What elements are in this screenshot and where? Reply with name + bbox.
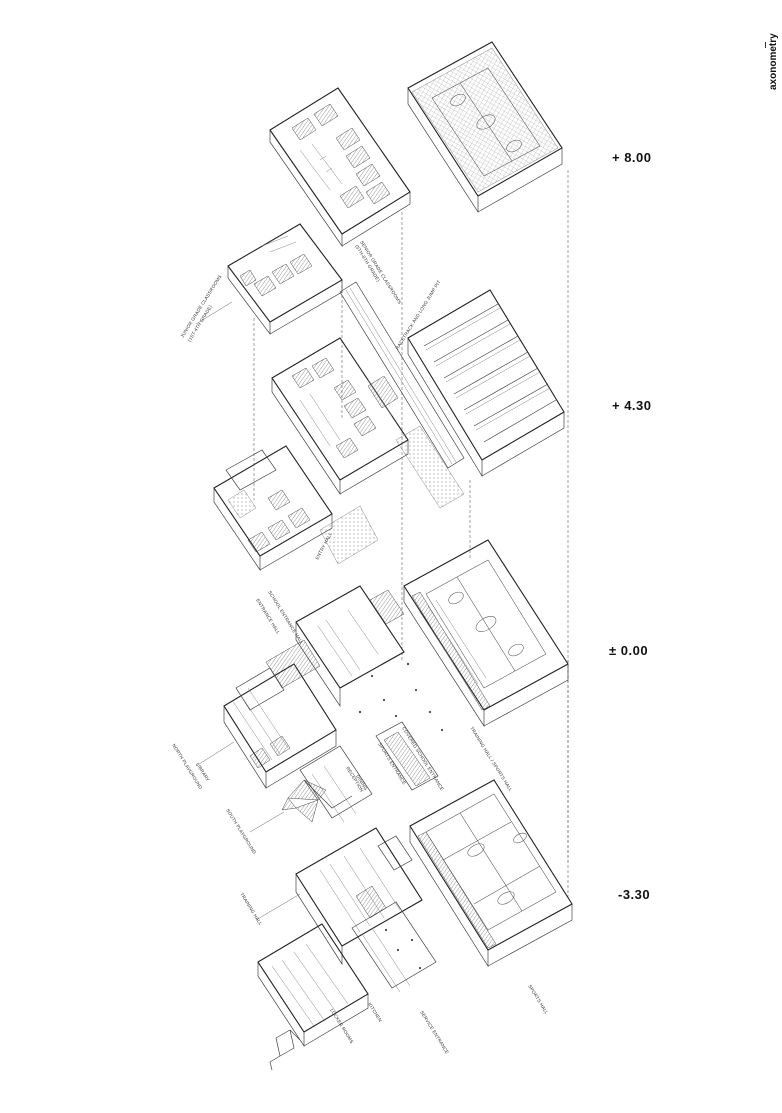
level-plus-8-plan [227,41,563,336]
label-kitchen: KITCHEN [367,1002,383,1023]
level-plus-8-labels: JUNIOR GRADE CLASSROOMS (1ST-4TH GRADE) … [180,240,442,351]
label-south-playground: SOUTH PLAYGROUND [225,808,257,855]
level-zero-plan [223,539,569,823]
level-zero-labels: ENTRANCE HALL SCHOOL ENTRANCE HALL NORTH… [171,590,513,855]
label-sports-hall-lower: SPORTS HALL [527,984,549,1015]
label-service-entrance: SERVICE ENTRANCE [419,1010,450,1055]
label-training-hall: TRAINING HALL [239,892,263,927]
title-rule [765,42,766,48]
alignment-lines [253,170,569,900]
label-sports-hall: TRAINING HALL / SPORTS HALL [469,726,513,793]
level-label-plus-4-30: + 4.30 [612,398,652,413]
sheet-title-block: axonometry [756,33,779,98]
level-label-zero: ± 0.00 [609,643,649,658]
level-plus-4-30-plan [213,281,565,572]
level-minus-3-30-plan [257,779,573,1071]
label-senior-classrooms: SENIOR GRADE CLASSROOMS [359,240,402,305]
level-label-minus-3-30: -3.30 [618,887,651,902]
level-label-plus-8: + 8.00 [612,150,652,165]
label-junior-classrooms: JUNIOR GRADE CLASSROOMS [180,274,223,339]
label-locker-rooms: LOCKER ROOMS [329,1008,354,1045]
